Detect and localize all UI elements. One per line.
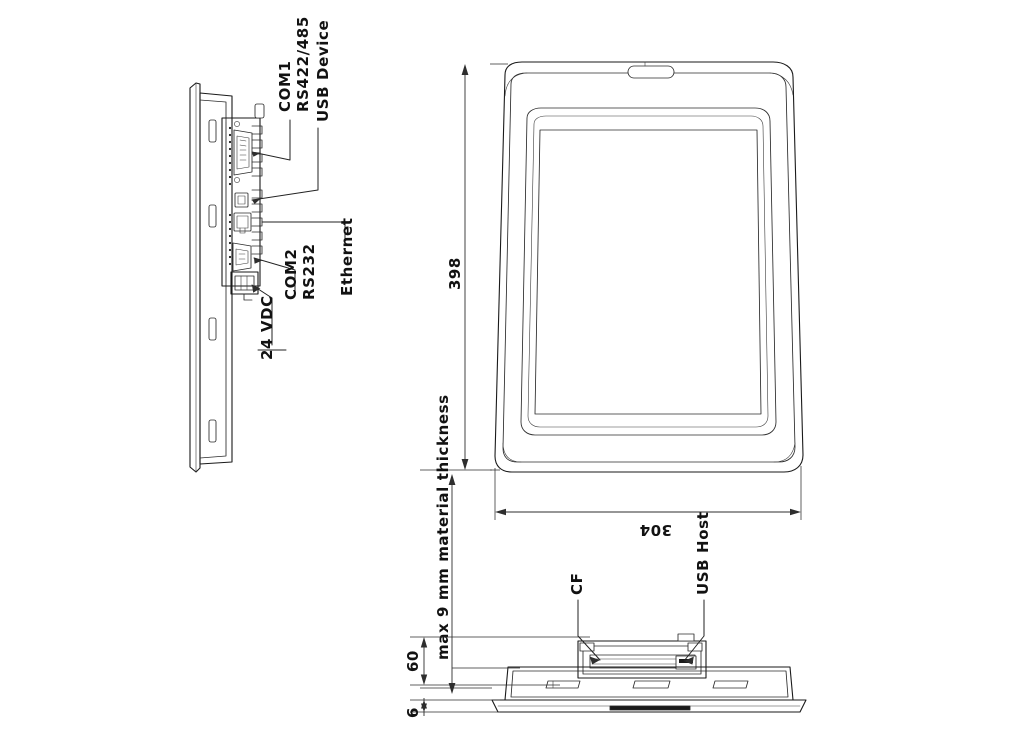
db25-connector-com1 — [233, 129, 253, 176]
dimension-value-60: 60 — [404, 650, 422, 672]
dimension-value-398: 398 — [446, 257, 464, 290]
bottom-view: CF USB Host 60 6 — [404, 512, 807, 718]
leader-ethernet — [261, 221, 346, 246]
display-frame-inner — [527, 115, 769, 428]
mount-clip-slot — [208, 119, 217, 143]
leader-cf — [577, 599, 601, 661]
mount-clip-slot — [208, 419, 217, 443]
bottom-bezel-center-mark — [609, 705, 691, 711]
label-usb-host: USB Host — [694, 512, 712, 595]
arrow-304-right — [790, 508, 801, 516]
front-top-tab — [627, 65, 675, 79]
dimension-width-304: 304 — [494, 466, 802, 539]
housing-screw — [234, 121, 240, 127]
bottom-rear-block-inner — [582, 645, 702, 675]
front-bezel-corner-arcs — [502, 72, 796, 463]
label-rs422-485: RS422/485 — [294, 16, 312, 112]
mount-clip-slot — [208, 317, 217, 341]
arrow-60-top — [420, 637, 428, 648]
dimension-height-398: 398 — [446, 63, 508, 471]
ethernet-connector — [233, 212, 252, 234]
label-ethernet: Ethernet — [338, 218, 356, 297]
note-arrow-top — [448, 474, 456, 485]
side-view-vent-dots — [228, 126, 232, 266]
housing-screw — [234, 177, 240, 183]
note-arrow-bottom — [448, 683, 456, 694]
side-view: COM1 RS422/485 USB Device COM2 RS232 Eth… — [189, 16, 356, 473]
rear-block-top-lug — [677, 633, 695, 642]
arrow-6-bottom — [421, 703, 427, 712]
leader-arrow-usb-host — [684, 656, 694, 665]
label-material-thickness: max 9 mm material thickness — [434, 394, 452, 660]
side-view-body-shell — [199, 92, 233, 465]
leader-com2 — [253, 257, 296, 293]
leader-24vdc — [251, 284, 273, 346]
display-active-area — [534, 129, 762, 415]
dimension-value-304: 304 — [639, 521, 672, 539]
label-com1: COM1 — [276, 60, 294, 112]
bottom-bezel-lip — [491, 699, 807, 713]
arrow-304-left — [495, 508, 506, 516]
mount-clip-slot — [208, 204, 217, 228]
label-com2: COM2 — [282, 248, 300, 300]
leader-arrow-usb-device — [252, 198, 261, 204]
leader-usb-host — [683, 599, 705, 662]
side-view-mount-clips — [208, 119, 217, 443]
leader-arrow-24vdc — [252, 285, 261, 293]
bottom-rear-block — [577, 640, 707, 679]
bottom-chassis-inner — [510, 670, 789, 698]
leader-arrow-com2 — [254, 258, 263, 264]
arrow-398-top — [461, 64, 469, 75]
leader-arrow-com1 — [252, 152, 261, 157]
label-rs232: RS232 — [300, 243, 318, 300]
rear-block-ear-left — [579, 642, 595, 652]
leader-com1 — [251, 119, 291, 161]
side-view-top-tab — [254, 103, 265, 119]
leader-arrow-cf — [589, 656, 600, 665]
leader-usb-device — [251, 127, 319, 201]
arrow-398-bottom — [461, 459, 469, 470]
bottom-mount-clips — [545, 680, 749, 689]
usb-device-connector — [234, 192, 249, 208]
material-thickness-note: max 9 mm material thickness — [420, 394, 492, 694]
arrow-60-bottom — [420, 674, 428, 685]
front-bezel-inner-offset — [502, 72, 796, 463]
label-usb-device: USB Device — [314, 20, 332, 122]
dimension-value-6: 6 — [404, 707, 422, 718]
label-cf: CF — [568, 573, 586, 595]
front-view: 398 304 — [446, 61, 804, 539]
display-frame-outer — [520, 107, 777, 436]
front-bezel-outline — [494, 61, 804, 473]
connector-bay-ribs — [251, 125, 263, 255]
dimension-depth-60: 60 — [404, 636, 590, 686]
side-view-leaders — [251, 119, 346, 351]
dimension-bezel-6: 6 — [404, 698, 500, 718]
db9-connector-com2 — [232, 242, 252, 272]
label-24vdc: 24 VDC — [258, 295, 276, 360]
side-view-connector-bay — [221, 117, 261, 287]
